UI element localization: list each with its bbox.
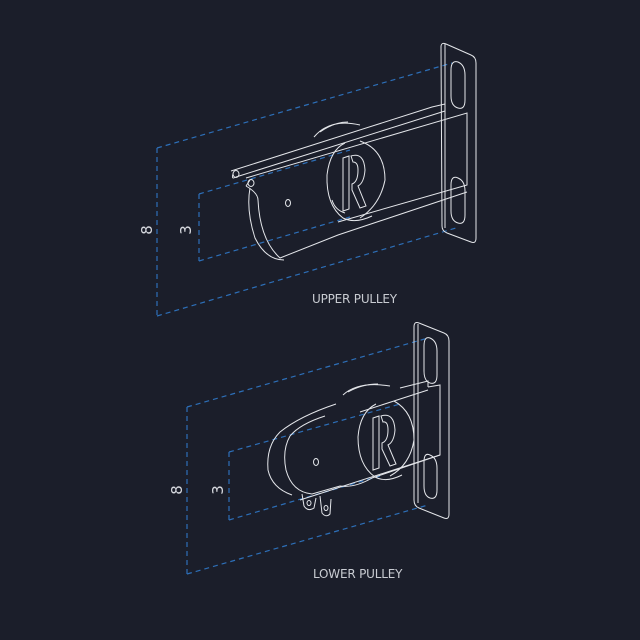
r-logo xyxy=(372,414,397,471)
upper-dimension-lines xyxy=(156,62,457,317)
lower-outer-dimension-label: 8 xyxy=(168,485,186,495)
r-logo xyxy=(342,154,367,212)
upper-pulley xyxy=(230,42,477,261)
upper-pulley-caption: UPPER PULLEY xyxy=(312,292,397,306)
lower-pulley xyxy=(267,322,450,519)
upper-outer-dimension-label: 8 xyxy=(138,225,156,235)
lower-dimension-lines xyxy=(186,337,429,575)
upper-inner-dimension-label: 3 xyxy=(177,225,195,235)
lower-inner-dimension-label: 3 xyxy=(209,485,227,495)
lower-pulley-caption: LOWER PULLEY xyxy=(313,567,403,581)
